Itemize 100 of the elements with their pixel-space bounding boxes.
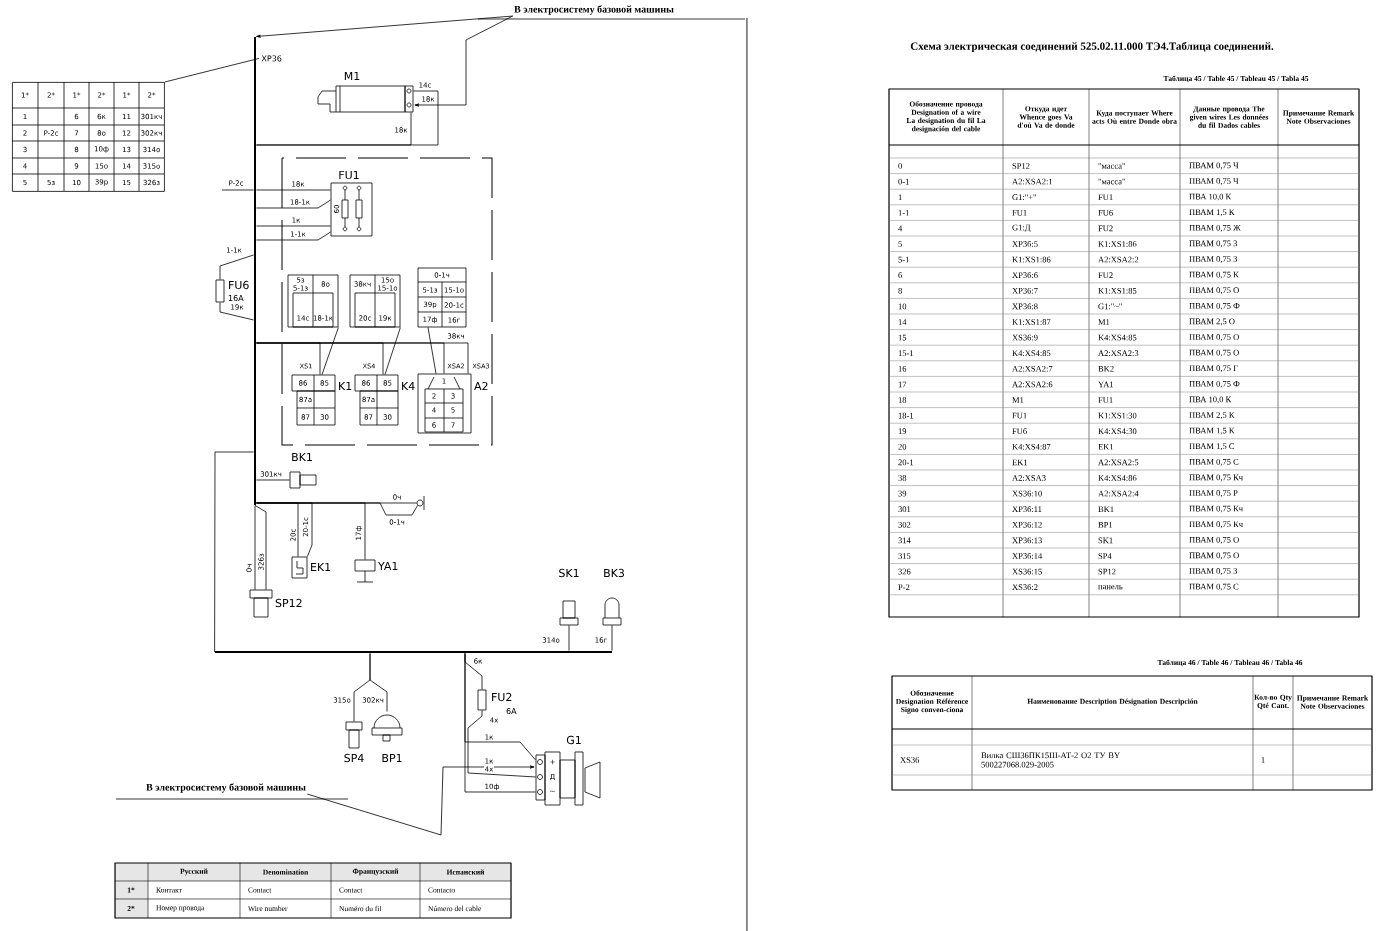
table-cell: BK2 [1098, 365, 1114, 372]
table-cell: K1:XS1:30 [1098, 412, 1137, 419]
wire [219, 254, 254, 280]
table-cell: ПВАМ 0,75 Кч [1189, 521, 1243, 529]
table-cell: BK1 [1098, 506, 1114, 512]
table-cell: A2:XSA2:5 [1098, 459, 1139, 466]
table-cell: XP36:11 [1012, 506, 1042, 513]
table-cell: 315 [898, 553, 911, 559]
table-cell: K4:XS4:85 [1012, 350, 1051, 357]
table-cell: 14 [898, 319, 907, 325]
table-cell: K4:XS4:86 [1098, 475, 1137, 481]
table-cell: 18 [898, 397, 907, 403]
table-cell: EK1 [1098, 444, 1114, 450]
wire [256, 112, 412, 146]
table-cell: A2:XSA2:7 [1012, 365, 1053, 372]
title: Схема электрическая соединений 525.02.11.000 ТЭ4.Таблица соединений. [910, 41, 1274, 53]
ground-terminal [416, 495, 425, 511]
table-cell: FU6 [1098, 209, 1113, 216]
wire [256, 199, 331, 209]
wire [256, 479, 290, 481]
table-cell: FU2 [1098, 272, 1113, 279]
wire [256, 225, 331, 227]
table-cell: панель [1098, 585, 1123, 590]
table-cell: 0 [898, 163, 902, 169]
wire [384, 327, 401, 375]
table-cell: 10 [898, 303, 907, 310]
table-cell: K4:XS4:87 [1012, 443, 1051, 450]
table-cell: XS36:15 [1012, 568, 1042, 575]
wire [321, 327, 339, 375]
table-cell: ПВАМ 0,75 С [1189, 458, 1239, 466]
table-cell: YA1 [1098, 381, 1114, 388]
table-cell: ПВАМ 0,75 О [1189, 349, 1239, 357]
table-cell: M1 [1098, 319, 1110, 325]
wire [254, 505, 267, 590]
table-cell: ПВАМ 0,75 К [1189, 271, 1239, 279]
table-cell: K1:XS1:86 [1098, 241, 1137, 247]
table-cell: 301 [898, 506, 911, 513]
wire [256, 231, 331, 241]
table-cell: EK1 [1012, 459, 1028, 466]
wire [611, 625, 613, 651]
table-cell: ПВАМ 0,75 Кч [1189, 474, 1243, 482]
wire [427, 327, 437, 374]
table-cell: ПВАМ 0,75 Ф [1189, 380, 1240, 388]
wire [254, 505, 256, 590]
table-cell: G1:"+" [1012, 194, 1036, 201]
table-cell: 20-1 [898, 459, 914, 466]
table-cell: FU1 [1098, 194, 1113, 201]
table-cell: SP12 [1098, 568, 1116, 575]
table-cell: 19 [898, 428, 907, 435]
caption-text: В электросистему базовой машины [477, 5, 746, 20]
table-cell: ПВАМ 0,75 Ч [1189, 178, 1239, 186]
table-cell: ПВАМ 0,75 Ф [1189, 302, 1240, 310]
table-cell: XP36:8 [1012, 303, 1038, 310]
table-cell: A2:XSA2:4 [1098, 490, 1139, 497]
table-cell: SP4 [1098, 553, 1112, 559]
table-cell: K1:XS1:85 [1098, 287, 1137, 294]
table-cell: 8 [898, 287, 902, 294]
table-cell: 15 [898, 334, 907, 341]
wire [467, 710, 536, 778]
table-cell: 326 [898, 568, 911, 575]
table-cell: ПВАМ 2,5 К [1189, 412, 1235, 420]
table-cell: ПВАМ 1,5 К [1189, 427, 1235, 435]
table-cell: FU1 [1012, 412, 1027, 419]
table-cell: Вилка СШ36ПК15Ш-АТ-2 О2 ТУ BY 500227068.029-2005 [981, 752, 1120, 768]
table-cell: ПВАМ 0,75 О [1189, 536, 1239, 544]
table-cell: ПВАМ 1,5 К [1189, 209, 1235, 217]
table-cell: BP1 [1098, 522, 1113, 528]
table-cell: 16 [898, 365, 907, 372]
wire-bundle [215, 651, 612, 653]
wire [568, 625, 570, 651]
table-cell: ПВАМ 0,75 З [1189, 568, 1237, 576]
table-cell: 6 [898, 272, 902, 279]
table-cell: ПВАМ 0,75 С [1189, 583, 1239, 591]
table-cell: 302 [898, 521, 911, 528]
table-cell: XS36:2 [1012, 584, 1038, 591]
table-cell: 17 [898, 381, 907, 388]
table-cell: K4:XS4:30 [1098, 428, 1137, 435]
wire [256, 189, 331, 191]
table-cell: ПВА 10,0 К [1189, 396, 1232, 404]
table-cell: ПВАМ 0,75 Г [1189, 365, 1238, 373]
wire [214, 451, 254, 653]
table-cell: 4 [898, 225, 903, 232]
table-cell: ПВА 10,0 К [1189, 193, 1232, 201]
table-cell: 1 [1261, 757, 1265, 763]
table-cell: 38 [898, 475, 907, 481]
table-cell: G1:Д [1012, 224, 1031, 233]
table-cell: A2:XSA2:3 [1098, 350, 1139, 357]
table-cell: ПВАМ 0,75 Ч [1189, 162, 1239, 170]
table-cell: M1 [1012, 397, 1024, 403]
table-cell: A2:XSA2:2 [1098, 256, 1139, 263]
table-cell: A2:XSA3 [1012, 475, 1046, 481]
table-cell: XS36 [900, 757, 920, 763]
table-cell: SK1 [1098, 537, 1113, 544]
leader-line [164, 58, 260, 83]
table-cell: XP36:5 [1012, 241, 1038, 247]
table-cell: FU6 [1012, 428, 1027, 435]
table-cell: SP12 [1012, 163, 1030, 169]
table-cell: 5-1 [898, 256, 909, 263]
table-cell: K1:XS1:86 [1012, 256, 1051, 263]
table-cell: K4:XS4:85 [1098, 334, 1137, 341]
